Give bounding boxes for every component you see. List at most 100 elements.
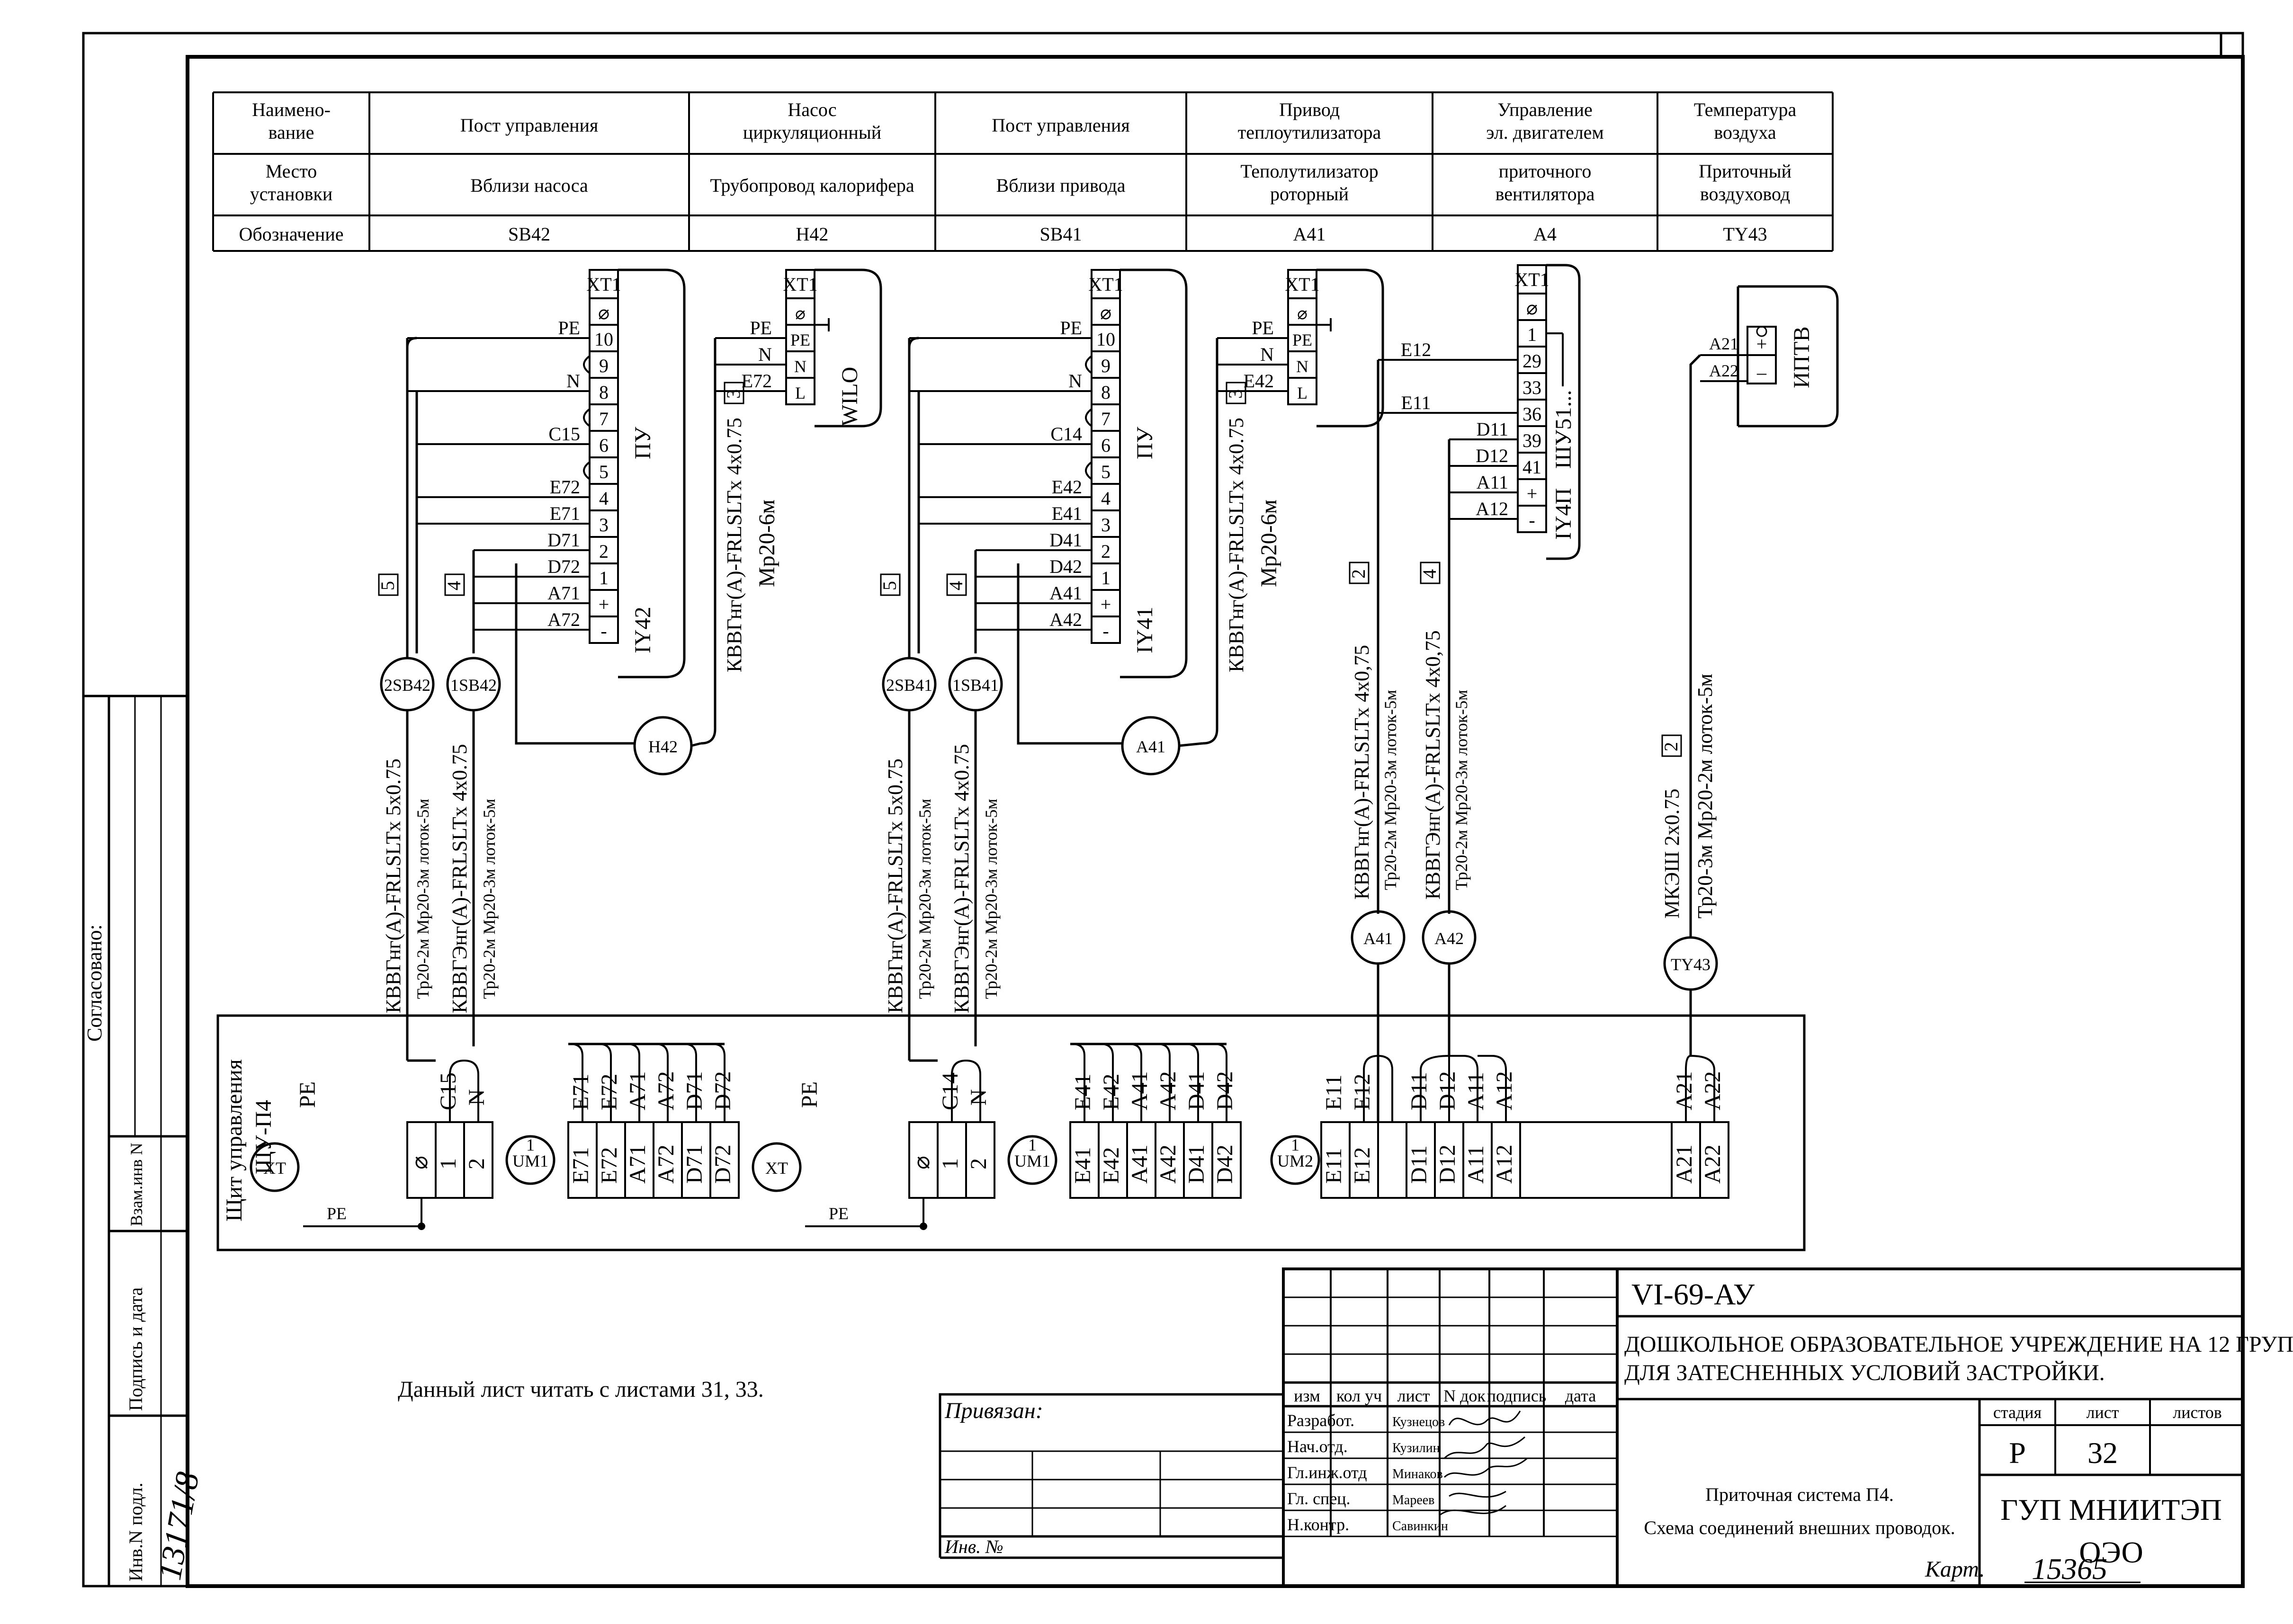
stamp-dept: ОЭО — [2079, 1535, 2143, 1569]
pu1-pin-label: 7 — [599, 408, 609, 429]
stamp-title-1: Приточная система П4. — [1705, 1484, 1894, 1505]
iptv-ground — [1756, 326, 1767, 337]
drive-wire-label: N — [1260, 344, 1274, 365]
stamp-object-2: ДЛЯ ЗАТЕСНЕННЫХ УСЛОВИЙ ЗАСТРОЙКИ. — [1624, 1360, 2105, 1385]
panel-g3-top-label: A11 — [1463, 1072, 1488, 1110]
pu2-cable-b-type: КВВГЭнг(А)-FRLSLTх 4х0.75 — [950, 744, 973, 1013]
iptv-label: ИПТВ — [1789, 326, 1814, 388]
panel-g2-pe-bus-label: PE — [829, 1204, 849, 1223]
shu-wire-label: E12 — [1401, 339, 1431, 360]
shu-cable-b-type: КВВГЭнг(А)-FRLSLTх 4х0,75 — [1421, 630, 1444, 900]
stamp-name-2: Минаков — [1392, 1467, 1443, 1481]
wilo-pin-label: PE — [790, 330, 810, 349]
iptv-wire-label: A22 — [1709, 361, 1738, 380]
pu2-device-name: ПУ — [1132, 427, 1157, 459]
iptv-wire-label: A21 — [1709, 334, 1738, 353]
panel-g2-um-circle — [1007, 1135, 1057, 1185]
pu2-wire-label: N — [1068, 370, 1082, 392]
pu1-cable-a-type: КВВГнг(А)-FRLSLTх 5х0.75 — [382, 758, 405, 1013]
pu1-pin-label: 1 — [599, 567, 609, 589]
stamp-bound: Привязан: — [944, 1398, 1043, 1423]
pu2-route-a: Тр20-2м Мр20-3м лоток-5м — [915, 799, 934, 999]
panel-g2-xt-circle — [752, 1142, 802, 1192]
pu2-wire-label: D41 — [1049, 529, 1082, 551]
panel-g2-term-label: E41 — [1070, 1147, 1095, 1184]
wilo-wire-label: N — [758, 344, 772, 365]
shu-pin-label: ⌀ — [1526, 297, 1538, 319]
table-code-0: SB42 — [508, 223, 550, 245]
panel-g1-term-label: D72 — [710, 1144, 735, 1184]
drive-pin-label: N — [1296, 357, 1308, 376]
panel-g1-term-label: ⌀ — [407, 1156, 432, 1169]
shu-pin-label: + — [1527, 483, 1538, 504]
shu-xt-label: XT1 — [1514, 269, 1549, 290]
drive-cablenum: 3 — [1225, 389, 1246, 399]
pu1-wire-label: PE — [558, 317, 580, 339]
pu1-pin-label: 3 — [599, 514, 609, 535]
table-code-4: A4 — [1533, 223, 1557, 245]
pu1-body-outline — [618, 268, 686, 678]
pu1-wire-label: D71 — [547, 529, 580, 551]
panel-g3-top-label: E11 — [1321, 1074, 1346, 1110]
shu-pin-label: 29 — [1523, 350, 1541, 372]
pu2-device-code: IY41 — [1132, 607, 1157, 653]
h42-motor-label: H42 — [648, 737, 678, 756]
pu1-wire-label: E72 — [550, 476, 580, 498]
wilo-wire-label: E72 — [742, 370, 772, 392]
panel-g3-top-label: A22 — [1700, 1071, 1725, 1110]
table-place-2: Вблизи привода — [996, 175, 1126, 196]
panel-subtitle: ЩУ-П4 — [251, 1100, 276, 1174]
pu1-wire-label: D72 — [547, 556, 580, 577]
shu-pin-label: 1 — [1527, 324, 1537, 345]
iptv-cablenum-box — [1661, 734, 1682, 757]
shu-cable-a-type: КВВГнг(А)-FRLSLTх 4х0,75 — [1350, 645, 1373, 900]
iptv-bubble-label: TY43 — [1671, 955, 1711, 974]
shu-pin-label: 36 — [1523, 403, 1541, 425]
shu-pin-label: 33 — [1523, 377, 1541, 398]
stamp-sheet-h: лист — [2087, 1403, 2119, 1422]
pu2-cable-a-type: КВВГнг(А)-FRLSLTх 5х0.75 — [884, 758, 907, 1013]
panel-g2-term-label: A41 — [1127, 1144, 1152, 1184]
pu2-pin-label: ⌀ — [1100, 302, 1111, 323]
panel-g3-term-label: E12 — [1350, 1147, 1375, 1184]
table-place-1: Трубопровод калорифера — [710, 175, 914, 196]
panel-g2-top-label: E42 — [1099, 1074, 1124, 1110]
pu1-pin-label: - — [600, 620, 607, 642]
panel-g1-um-one: 1 — [526, 1135, 535, 1154]
a41-link — [1017, 563, 1122, 745]
pu1-pin-label: 4 — [599, 488, 609, 509]
pu2-cablenum-a-box — [880, 573, 901, 596]
panel-g1-pe-label: PE — [295, 1081, 320, 1108]
shu-wire-label: D12 — [1476, 445, 1508, 466]
table-header-name: Наимено-вание — [252, 99, 331, 143]
panel-g1-um-label: UM1 — [512, 1151, 548, 1170]
shu-cablenum-b: 4 — [1419, 569, 1440, 579]
panel-g3-term-label: D11 — [1406, 1145, 1432, 1184]
panel-g1-top-label: A71 — [625, 1071, 650, 1110]
table-code-3: A41 — [1293, 223, 1326, 245]
pu1-wire-label: C15 — [548, 423, 580, 445]
stamp-name-4: Савинкин — [1392, 1519, 1448, 1534]
table-place-0: Вблизи насоса — [470, 175, 588, 196]
wilo-cable — [700, 391, 717, 745]
stamp-role-3: Гл. спец. — [1287, 1489, 1351, 1508]
stamp-head-0: изм — [1294, 1386, 1320, 1405]
wilo-xt-label: XT1 — [783, 274, 817, 295]
shu-route-a: Тр20-2м Мр20-3м лоток-5м — [1381, 690, 1400, 890]
stamp-sheet: 32 — [2087, 1436, 2118, 1470]
pu1-pin-label: 10 — [594, 329, 613, 350]
panel-g3-term-label: A11 — [1463, 1145, 1488, 1184]
panel-g3-top-label: A21 — [1672, 1071, 1697, 1110]
stamp-head-3: N док — [1443, 1386, 1486, 1405]
shu-route-b: Тр20-2м Мр20-3м лоток-5м — [1452, 690, 1471, 890]
pu2-bridge — [1085, 461, 1093, 480]
g3-a-l — [1363, 1055, 1379, 1122]
stamp-name-3: Мареев — [1392, 1493, 1434, 1508]
shu-cablenum-b-box — [1420, 562, 1441, 584]
